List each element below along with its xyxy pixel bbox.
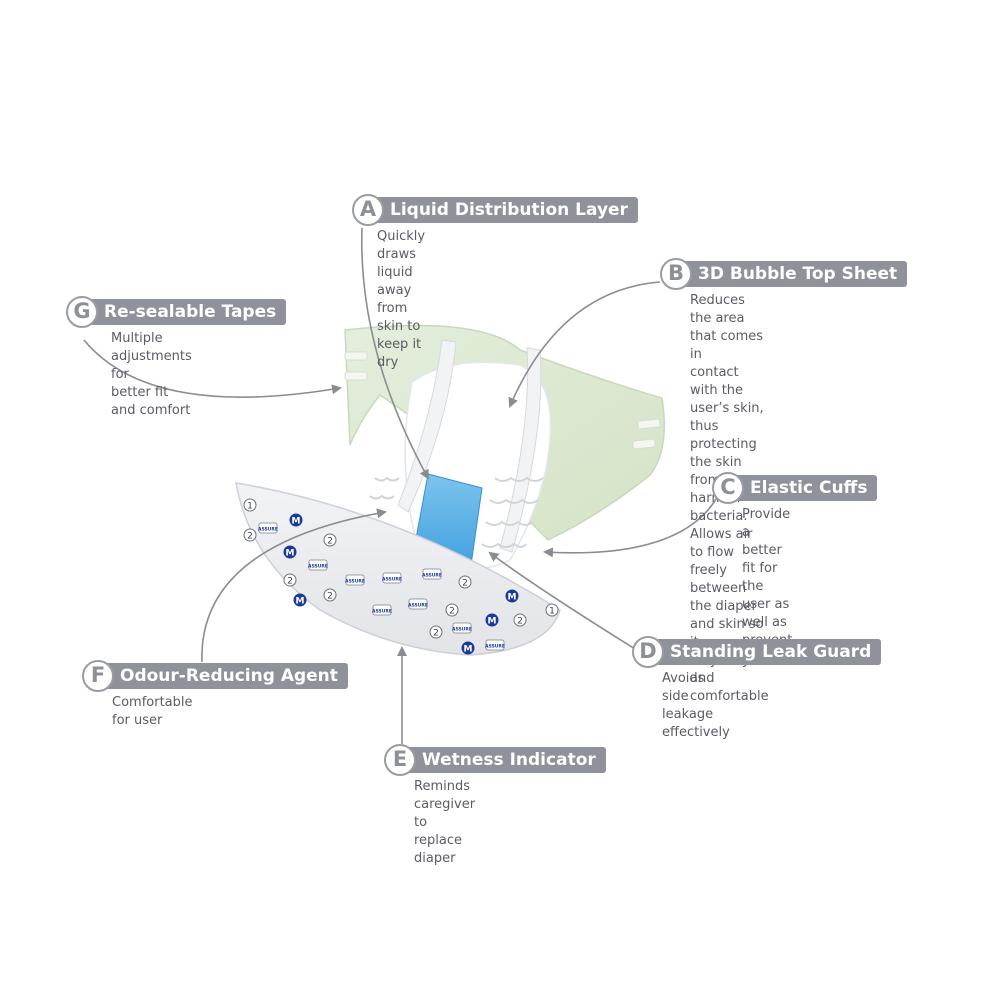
print-brand-text: ASSURE [408, 603, 428, 609]
arrow-g [83, 339, 342, 398]
print-number: 1 [549, 607, 555, 617]
connector-arrows [83, 227, 723, 744]
print-number-circle [513, 613, 527, 627]
print-brand-tag [485, 639, 505, 651]
arrow-b [508, 281, 661, 408]
callout-letter-badge: E [384, 744, 416, 776]
tape-left-top [344, 351, 368, 361]
print-size-mark [505, 589, 519, 603]
callout-letter-badge: D [632, 636, 664, 668]
print-number-circle [445, 603, 459, 617]
print-brand-text: ASSURE [422, 573, 442, 579]
print-number-circle [429, 625, 443, 639]
print-size-letter: M [488, 617, 497, 627]
print-number-circle [323, 533, 337, 547]
print-number: 2 [462, 579, 468, 589]
print-brand-text: ASSURE [258, 527, 278, 533]
callout-letter-badge: B [660, 258, 692, 290]
print-size-mark [293, 593, 307, 607]
leak-guard-right [499, 347, 542, 553]
callout-description: Comfortable for user [112, 695, 193, 728]
print-number: 2 [287, 577, 293, 587]
print-brand-tag [422, 568, 442, 580]
print-number: 1 [247, 502, 253, 512]
arrow-c [543, 487, 723, 558]
tape-right-bottom [632, 438, 656, 450]
print-size-letter: M [292, 517, 301, 527]
callout-description: Reduces the area that comes in contact w… [690, 293, 769, 704]
callout-letter-badge: A [352, 194, 384, 226]
print-brand-text: ASSURE [372, 609, 392, 615]
callout-title: Liquid Distribution Layer [370, 197, 638, 223]
print-size-mark [283, 545, 297, 559]
print-size-letter: M [286, 549, 295, 559]
callout-letter-badge: G [66, 296, 98, 328]
print-number: 2 [433, 629, 439, 639]
print-number-circle [283, 573, 297, 587]
arrow-a [360, 227, 429, 480]
arrow-f [201, 508, 387, 663]
callout-description: Multiple adjustments for better fit and … [111, 331, 192, 418]
print-brand-tag [372, 604, 392, 616]
print-brand-tag [308, 559, 328, 571]
print-brand-text: ASSURE [382, 577, 402, 583]
print-number: 2 [247, 532, 253, 542]
print-number-circle [243, 498, 257, 512]
print-number-circle [545, 603, 559, 617]
elastic-cuff [369, 476, 544, 548]
print-number: 2 [327, 537, 333, 547]
print-size-mark [461, 641, 475, 655]
print-number: 2 [449, 607, 455, 617]
print-brand-text: ASSURE [308, 564, 328, 570]
print-size-mark [289, 513, 303, 527]
print-size-letter: M [296, 597, 305, 607]
print-size-letter: M [508, 593, 517, 603]
callout-title: Elastic Cuffs [730, 475, 878, 501]
print-number: 2 [517, 617, 523, 627]
print-brand-tag [258, 522, 278, 534]
callout-description: Quickly draws liquid away from skin to k… [377, 229, 426, 370]
tape-left-bottom [344, 371, 368, 381]
print-brand-tag [452, 622, 472, 634]
print-number: 2 [327, 592, 333, 602]
print-brand-text: ASSURE [452, 627, 472, 633]
callout-title: 3D Bubble Top Sheet [678, 261, 908, 287]
callout-description: Avoids side leakage effectively [662, 671, 730, 740]
print-brand-text: ASSURE [345, 579, 365, 585]
callout-title: Re-sealable Tapes [84, 299, 287, 325]
print-brand-tag [345, 574, 365, 586]
print-brand-text: ASSURE [485, 644, 505, 650]
print-size-mark [485, 613, 499, 627]
callout-title: Standing Leak Guard [650, 639, 882, 665]
callout-description: Reminds caregiver to replace diaper [414, 779, 476, 866]
print-number-circle [323, 588, 337, 602]
leak-guard-left [397, 339, 457, 513]
print-size-letter: M [464, 645, 473, 655]
print-brand-tag [408, 598, 428, 610]
print-number-circle [458, 575, 472, 589]
arrow-d [488, 551, 641, 653]
callout-title: Odour-Reducing Agent [100, 663, 348, 689]
callout-title: Wetness Indicator [402, 747, 606, 773]
print-brand-tag [382, 572, 402, 584]
callout-letter-badge: F [82, 660, 114, 692]
tape-right-top [637, 418, 661, 430]
callout-letter-badge: C [712, 472, 744, 504]
print-number-circle [243, 528, 257, 542]
